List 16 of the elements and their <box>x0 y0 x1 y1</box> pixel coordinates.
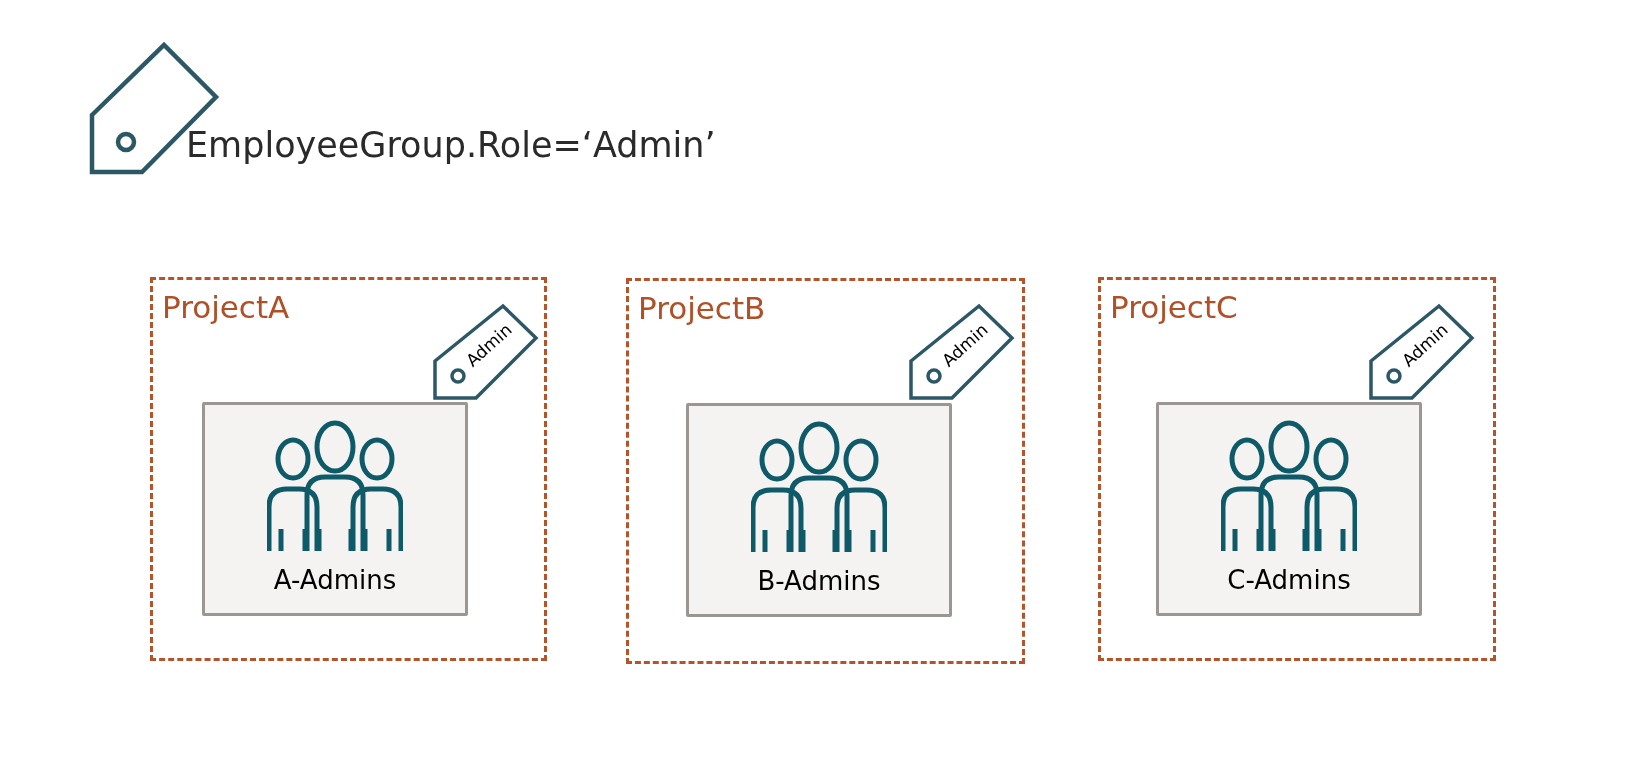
project-title: ProjectB <box>638 289 766 328</box>
admin-tag <box>909 303 1015 400</box>
tag-condition-text: EmployeeGroup.Role=‘Admin’ <box>186 128 716 163</box>
admin-tag <box>433 303 539 400</box>
group-name: C-Admins <box>1227 567 1351 593</box>
group-card <box>202 402 468 616</box>
admin-tag <box>1369 303 1475 400</box>
project-dashed-box <box>1098 277 1496 661</box>
group-name: A-Admins <box>273 567 397 593</box>
project-dashed-box <box>150 277 547 661</box>
project-title: ProjectC <box>1110 288 1238 327</box>
group-name: B-Admins <box>757 568 881 594</box>
project-dashed-box <box>626 278 1025 664</box>
group-card <box>1156 402 1422 616</box>
group-card <box>686 403 952 617</box>
project-title: ProjectA <box>162 288 290 327</box>
